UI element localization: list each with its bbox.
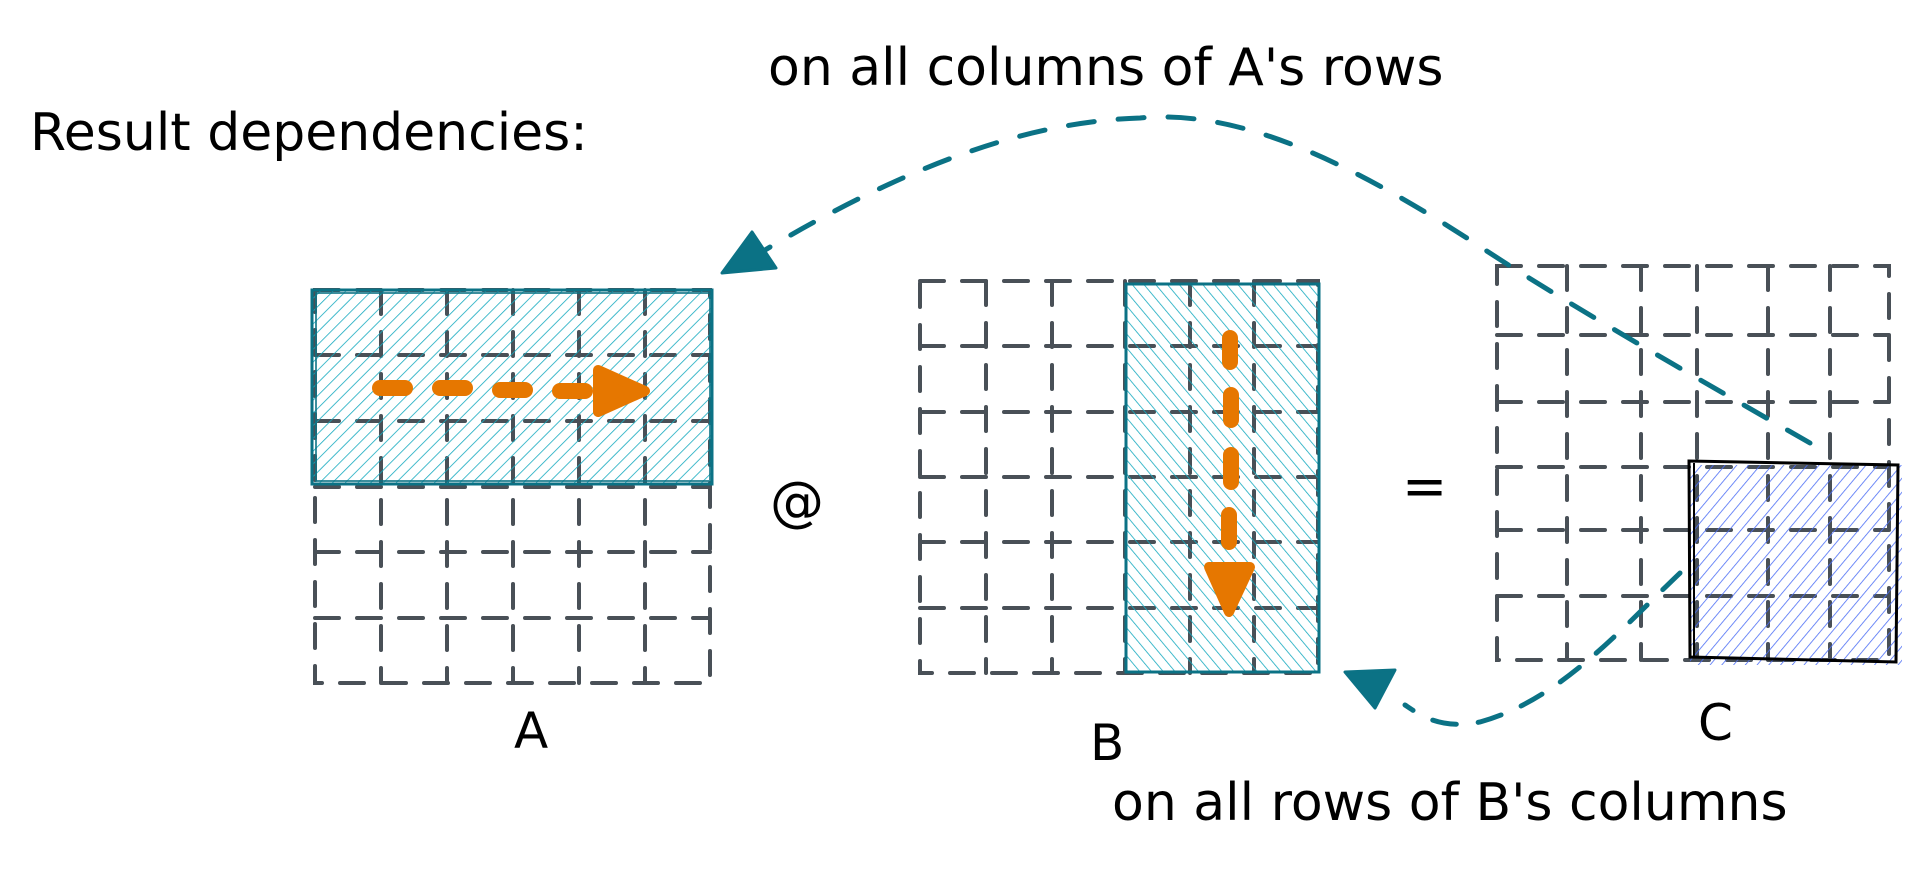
dependency-arrow-to-a — [720, 114, 1813, 446]
diagram-title: Result dependencies: — [30, 103, 588, 163]
matrix-a — [310, 288, 714, 685]
equals-operator: = — [1402, 455, 1447, 518]
annotation-bottom: on all rows of B's columns — [1112, 773, 1788, 833]
matrix-b-label: B — [1090, 714, 1124, 772]
matrix-c-label: C — [1698, 694, 1733, 752]
row-direction-arrow — [372, 365, 650, 417]
column-direction-arrow — [1204, 330, 1255, 617]
matrix-b — [918, 279, 1321, 675]
annotation-top: on all columns of A's rows — [768, 38, 1443, 98]
dependency-arrow-to-b — [1343, 570, 1683, 727]
matmul-operator: @ — [770, 470, 824, 533]
matrix-c-highlight — [1687, 459, 1902, 665]
matrix-a-label: A — [514, 702, 548, 760]
matrix-c — [1495, 264, 1902, 665]
